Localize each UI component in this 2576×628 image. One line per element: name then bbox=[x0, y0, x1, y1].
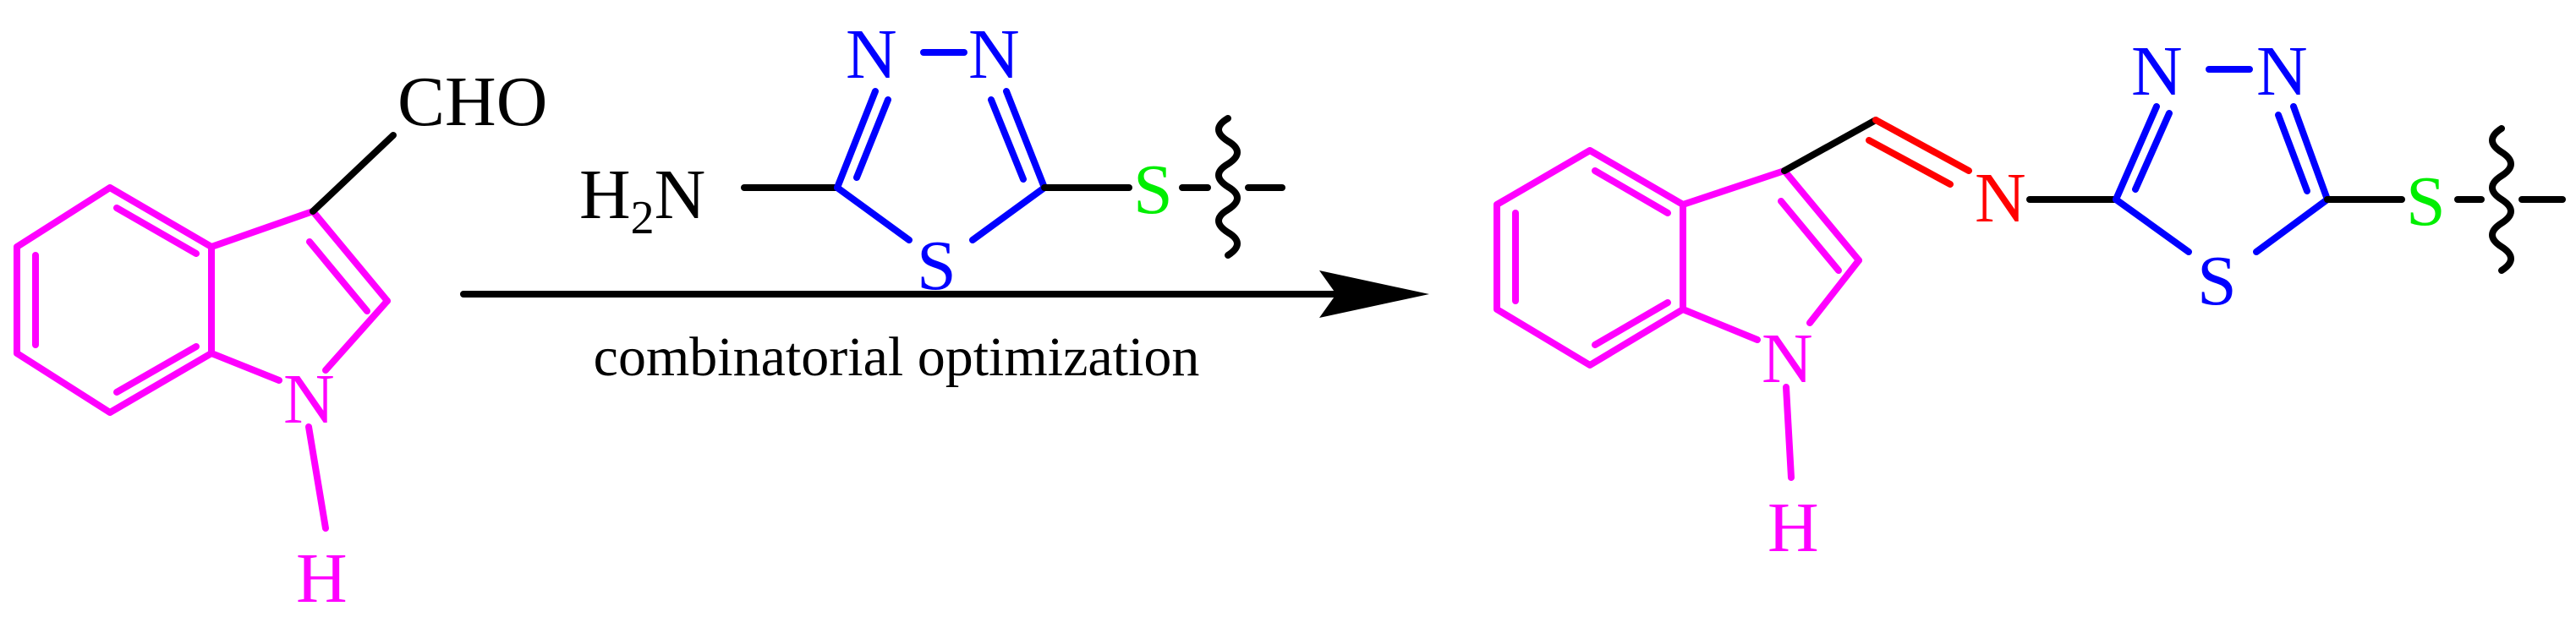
reagent-thioether-s: S bbox=[1133, 150, 1173, 229]
product-attachment-wavy-line bbox=[2489, 125, 2514, 274]
reagent-aminothiadiazole: H2N N N S S bbox=[579, 15, 1285, 305]
amine-n: N bbox=[655, 156, 706, 234]
product-indole-bonds bbox=[1494, 147, 1862, 481]
product-ring-n2: N bbox=[2256, 32, 2308, 111]
reactant-indole-3-carbaldehyde: CHO N H bbox=[14, 63, 547, 618]
aldehyde-bond bbox=[310, 132, 397, 215]
product-ring-hydrogen: H bbox=[1768, 489, 1819, 567]
product-methine-bond bbox=[1781, 117, 1879, 174]
attachment-wavy-line bbox=[1215, 115, 1241, 259]
product-ring-n1: N bbox=[2131, 32, 2183, 111]
arrow-head bbox=[1319, 270, 1429, 318]
reactant-ring-nitrogen: N bbox=[283, 360, 335, 439]
product-schiff-base: N H N N N S S bbox=[1494, 32, 2566, 567]
reagent-ring-n1: N bbox=[846, 15, 897, 94]
reaction-condition: combinatorial optimization bbox=[594, 326, 1200, 388]
aldehyde-label: CHO bbox=[397, 63, 547, 141]
reactant-ring-hydrogen: H bbox=[296, 539, 348, 618]
product-ring-s: S bbox=[2197, 242, 2237, 320]
reagent-ring-n2: N bbox=[968, 15, 1020, 94]
amine-subscript: 2 bbox=[631, 192, 655, 244]
amine-h: H bbox=[579, 156, 631, 234]
reaction-arrow bbox=[460, 270, 1429, 318]
imine-double-bond bbox=[1866, 117, 1972, 188]
reagent-thiadiazole-bonds bbox=[834, 49, 1048, 243]
product-thioether-s: S bbox=[2406, 162, 2446, 241]
amine-label: H2N bbox=[579, 156, 705, 244]
product-ring-nitrogen: N bbox=[1762, 319, 1813, 398]
product-imine-n: N bbox=[1975, 159, 2026, 238]
product-thiadiazole-bonds bbox=[2113, 66, 2331, 255]
reactant-indole-bonds bbox=[14, 184, 391, 532]
